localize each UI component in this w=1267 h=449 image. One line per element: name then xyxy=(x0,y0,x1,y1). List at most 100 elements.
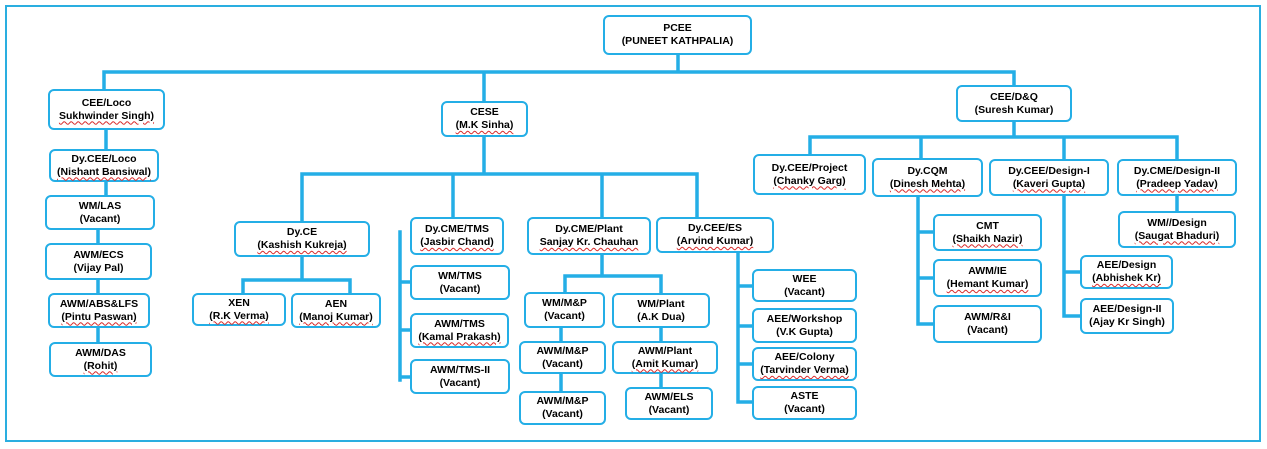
node-name: (Vacant) xyxy=(544,310,585,322)
node-name: (Saugat Bhaduri) xyxy=(1134,229,1220,242)
node-title: AEE/Colony xyxy=(774,351,835,363)
node-title: WM/LAS xyxy=(78,199,122,212)
node-name: (Pradeep Yadav) xyxy=(1136,177,1218,190)
node-name: (Kamal Prakash) xyxy=(418,330,501,343)
node-wm-design: WM//Design (Saugat Bhaduri) xyxy=(1118,211,1236,248)
node-title: CESE xyxy=(470,106,499,118)
node-awm-plant: AWM/Plant (Amit Kumar) xyxy=(612,341,718,374)
node-title: XEN xyxy=(228,296,250,309)
node-dy-cee-project: Dy.CEE/Project (Chanky Garg) xyxy=(753,154,866,195)
node-awm-ecs: AWM/ECS (Vijay Pal) xyxy=(45,243,152,280)
node-cmt: CMT (Shaikh Nazir) xyxy=(933,214,1042,251)
node-dy-cme-tms: Dy.CME/TMS (Jasbir Chand) xyxy=(410,217,504,255)
node-cee-dq: CEE/D&Q (Suresh Kumar) xyxy=(956,85,1072,122)
node-name: (Vacant) xyxy=(542,357,583,370)
node-dy-cee-es: Dy.CEE/ES (Arvind Kumar) xyxy=(656,217,774,253)
node-title: AEN xyxy=(324,297,348,310)
node-name: (Vacant) xyxy=(439,282,481,295)
node-title: AWM/R&I xyxy=(964,311,1011,323)
node-pcee: PCEE (PUNEET KATHPALIA) xyxy=(603,15,752,55)
node-title: AEE/Design-II xyxy=(1092,303,1162,315)
node-name: (PUNEET KATHPALIA) xyxy=(621,35,734,47)
connector-line xyxy=(96,128,108,345)
node-name: (Vijay Pal) xyxy=(73,261,124,274)
node-title: AWM/TMS xyxy=(434,317,485,330)
node-name: (Arvind Kumar) xyxy=(676,235,754,247)
connector-line xyxy=(398,230,413,382)
node-name: Sukhwinder Singh) xyxy=(58,109,155,122)
node-aen: AEN (Manoj Kumar) xyxy=(291,293,381,328)
node-awm-tms-ii: AWM/TMS-II (Vacant) xyxy=(410,359,510,394)
node-name: (Rohit) xyxy=(83,359,118,372)
node-title: CEE/D&Q xyxy=(990,90,1038,103)
node-name: (Vacant) xyxy=(79,212,121,225)
node-name: (Abhishek Kr) xyxy=(1092,272,1161,284)
node-name: (Hemant Kumar) xyxy=(946,278,1029,290)
node-name: (Vacant) xyxy=(648,403,690,416)
connector-line xyxy=(241,255,352,296)
node-title: AWM/DAS xyxy=(75,346,126,359)
node-aee-workshop: AEE/Workshop (V.K Gupta) xyxy=(752,308,857,343)
node-awm-mp-2: AWM/M&P (Vacant) xyxy=(519,391,606,425)
node-name: (Vacant) xyxy=(439,376,481,389)
node-wm-tms: WM/TMS (Vacant) xyxy=(410,265,510,300)
node-title: AEE/Design xyxy=(1096,259,1157,271)
node-title: CMT xyxy=(976,219,999,232)
node-aste: ASTE (Vacant) xyxy=(752,386,857,420)
node-dy-cme-plant: Dy.CME/Plant Sanjay Kr. Chauhan xyxy=(527,217,651,255)
node-name: (Nishant Bansiwal) xyxy=(57,165,151,178)
node-name: (Chanky Garg) xyxy=(773,174,846,187)
node-name: (Ajay Kr Singh) xyxy=(1089,316,1165,328)
node-title: WM//Design xyxy=(1147,216,1207,229)
node-name: (Vacant) xyxy=(967,324,1008,336)
node-wm-las: WM/LAS (Vacant) xyxy=(45,195,155,230)
node-name: (Tarvinder Verma) xyxy=(760,364,849,376)
node-name: (R.K Verma) xyxy=(209,309,269,322)
node-title: AWM/TMS-II xyxy=(429,363,491,376)
node-dy-cee-loco: Dy.CEE/Loco (Nishant Bansiwal) xyxy=(49,149,159,182)
chart-frame xyxy=(5,5,1261,442)
node-awm-abs-lfs: AWM/ABS&LFS (Pintu Paswan) xyxy=(48,293,150,328)
node-title: WM/TMS xyxy=(438,269,482,282)
node-title: AWM/IE xyxy=(968,265,1007,277)
node-name: (A.K Dua) xyxy=(637,310,685,323)
node-title: AEE/Workshop xyxy=(766,312,843,325)
node-title: Dy.CEE/Design-I xyxy=(1008,164,1090,177)
connector-line xyxy=(916,195,935,326)
node-name: (M.K Sinha) xyxy=(455,119,514,131)
node-title: AWM/ELS xyxy=(644,390,694,403)
node-awm-els: AWM/ELS (Vacant) xyxy=(625,387,713,420)
node-name: (Vacant) xyxy=(784,285,825,298)
node-title: WEE xyxy=(792,272,817,285)
node-wee: WEE (Vacant) xyxy=(752,269,857,302)
node-title: Dy.CEE/Project xyxy=(771,161,848,174)
node-name: (Kaveri Gupta) xyxy=(1012,177,1086,190)
node-title: Dy.CEE/ES xyxy=(687,222,743,234)
node-name: (Amit Kumar) xyxy=(631,357,699,370)
node-title: Dy.CME/Plant xyxy=(555,223,623,235)
node-awm-ie: AWM/IE (Hemant Kumar) xyxy=(933,259,1042,297)
node-name: (Jasbir Chand) xyxy=(420,236,494,248)
node-cee-loco: CEE/Loco Sukhwinder Singh) xyxy=(48,89,165,130)
node-name: (Kashish Kukreja) xyxy=(257,239,347,251)
connector-line xyxy=(736,250,754,404)
node-aee-design: AEE/Design (Abhishek Kr) xyxy=(1080,255,1173,289)
node-name: (Pintu Paswan) xyxy=(61,310,137,323)
node-wm-mp: WM/M&P (Vacant) xyxy=(524,292,605,328)
node-title: AWM/M&P xyxy=(536,344,589,357)
node-title: AWM/Plant xyxy=(637,344,693,357)
node-dy-ce: Dy.CE (Kashish Kukreja) xyxy=(234,221,370,257)
node-name: (Suresh Kumar) xyxy=(974,103,1054,116)
node-title: PCEE xyxy=(663,22,692,34)
node-aee-colony: AEE/Colony (Tarvinder Verma) xyxy=(752,347,857,381)
connector-line xyxy=(808,120,1179,162)
node-title: Dy.CME/TMS xyxy=(425,223,489,235)
node-cese: CESE (M.K Sinha) xyxy=(441,101,528,137)
node-title: WM/M&P xyxy=(542,297,587,309)
node-dy-cee-design-i: Dy.CEE/Design-I (Kaveri Gupta) xyxy=(989,159,1109,196)
node-title: CEE/Loco xyxy=(81,96,132,109)
node-name: (Manoj Kumar) xyxy=(299,310,373,323)
node-title: WM/Plant xyxy=(637,297,685,310)
